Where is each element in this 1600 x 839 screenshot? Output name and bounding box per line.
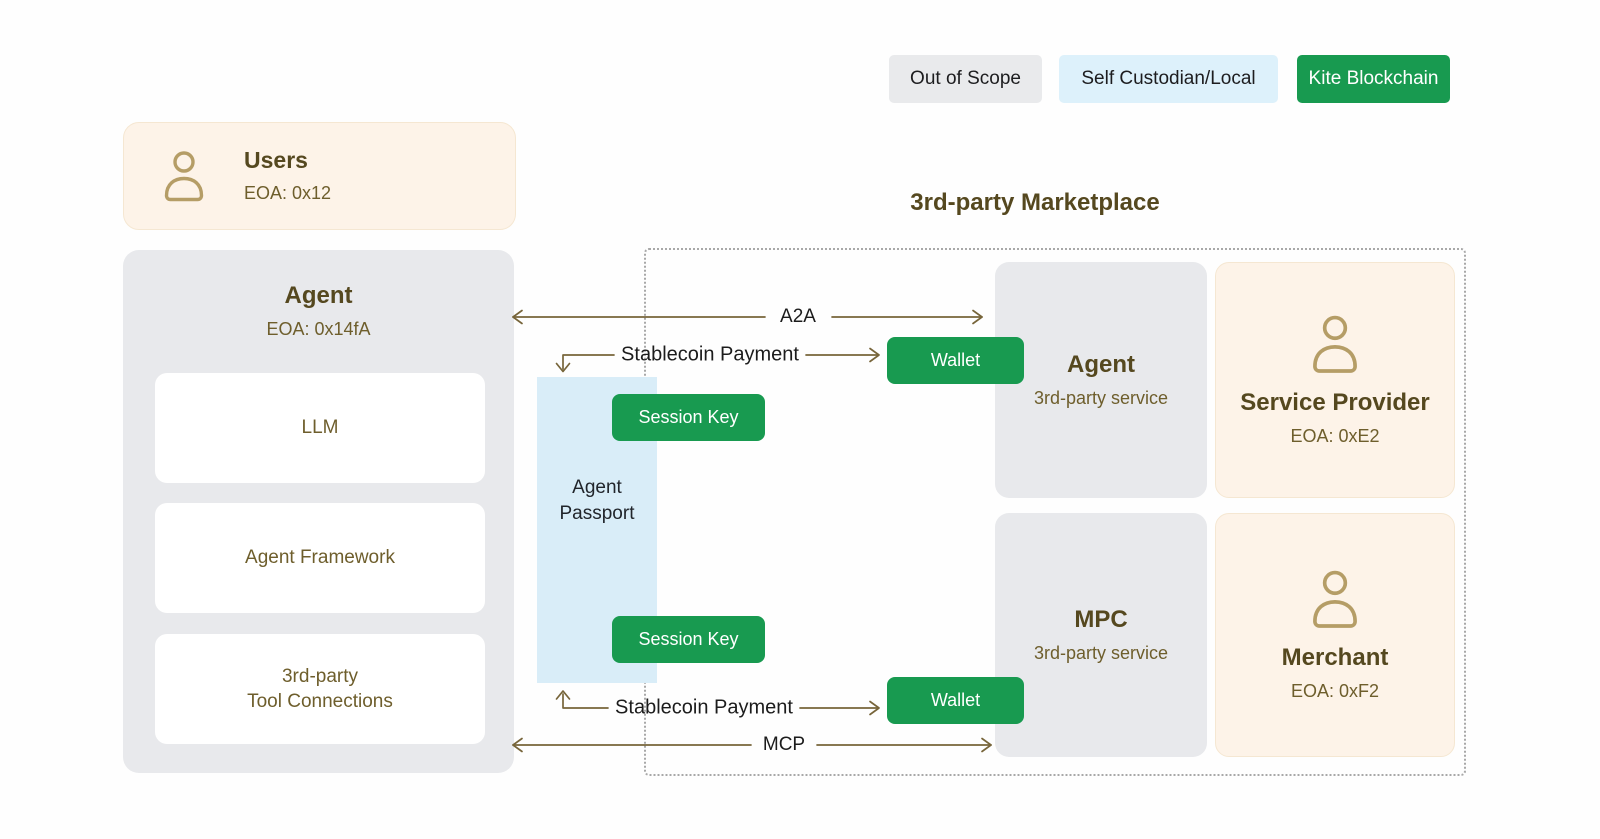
person-icon [1307,568,1363,630]
mpc-subtitle: 3rd-party service [1033,643,1169,663]
users-card: Users EOA: 0x12 [123,122,516,230]
agent-passport-label-line1: Agent [572,477,622,499]
wallet-bottom-button: Wallet [887,677,1024,724]
agent-card: Agent EOA: 0x14fA LLM Agent Framework 3r… [123,250,514,773]
stablecoin-payment-top-label: Stablecoin Payment [621,343,799,366]
legend-self-custodian-local: Self Custodian/Local [1059,55,1278,103]
a2a-label: A2A [780,306,816,327]
mcp-label: MCP [762,734,806,755]
marketplace-agent-card: Agent 3rd-party service [995,262,1207,498]
service-provider-card: Service Provider EOA: 0xE2 [1215,262,1455,498]
marketplace-title: 3rd-party Marketplace [910,189,1160,216]
agent-eoa: EOA: 0x14fA [266,319,371,339]
tool-connections-box: 3rd-party Tool Connections [155,634,485,744]
agent-title: Agent [284,282,353,309]
marketplace-agent-title: Agent [1067,351,1135,378]
session-key-top-button: Session Key [612,394,765,441]
merchant-title: Merchant [1281,644,1389,671]
stablecoin-payment-bottom-label: Stablecoin Payment [615,696,793,719]
service-provider-title: Service Provider [1240,389,1430,416]
mpc-card: MPC 3rd-party service [995,513,1207,757]
mpc-title: MPC [1074,606,1128,633]
agent-passport-label-line2: Passport [559,503,635,524]
tool-connections-label-line2: Tool Connections [247,691,393,712]
person-icon [1307,313,1363,375]
users-title: Users [244,147,308,174]
session-key-bottom-button: Session Key [612,616,765,663]
llm-box: LLM [155,373,485,483]
service-provider-eoa: EOA: 0xE2 [1290,426,1380,446]
marketplace-agent-subtitle: 3rd-party service [1033,388,1169,408]
agent-framework-box: Agent Framework [155,503,485,613]
wallet-top-button: Wallet [887,337,1024,384]
merchant-eoa: EOA: 0xF2 [1290,681,1380,701]
legend-out-of-scope: Out of Scope [889,55,1042,103]
merchant-card: Merchant EOA: 0xF2 [1215,513,1455,757]
legend-kite-blockchain: Kite Blockchain [1297,55,1450,103]
llm-label: LLM [301,417,339,439]
tool-connections-label-line1: 3rd-party [281,665,359,687]
agent-framework-label: Agent Framework [245,547,395,569]
users-eoa: EOA: 0x12 [244,182,332,203]
person-icon [160,149,208,203]
